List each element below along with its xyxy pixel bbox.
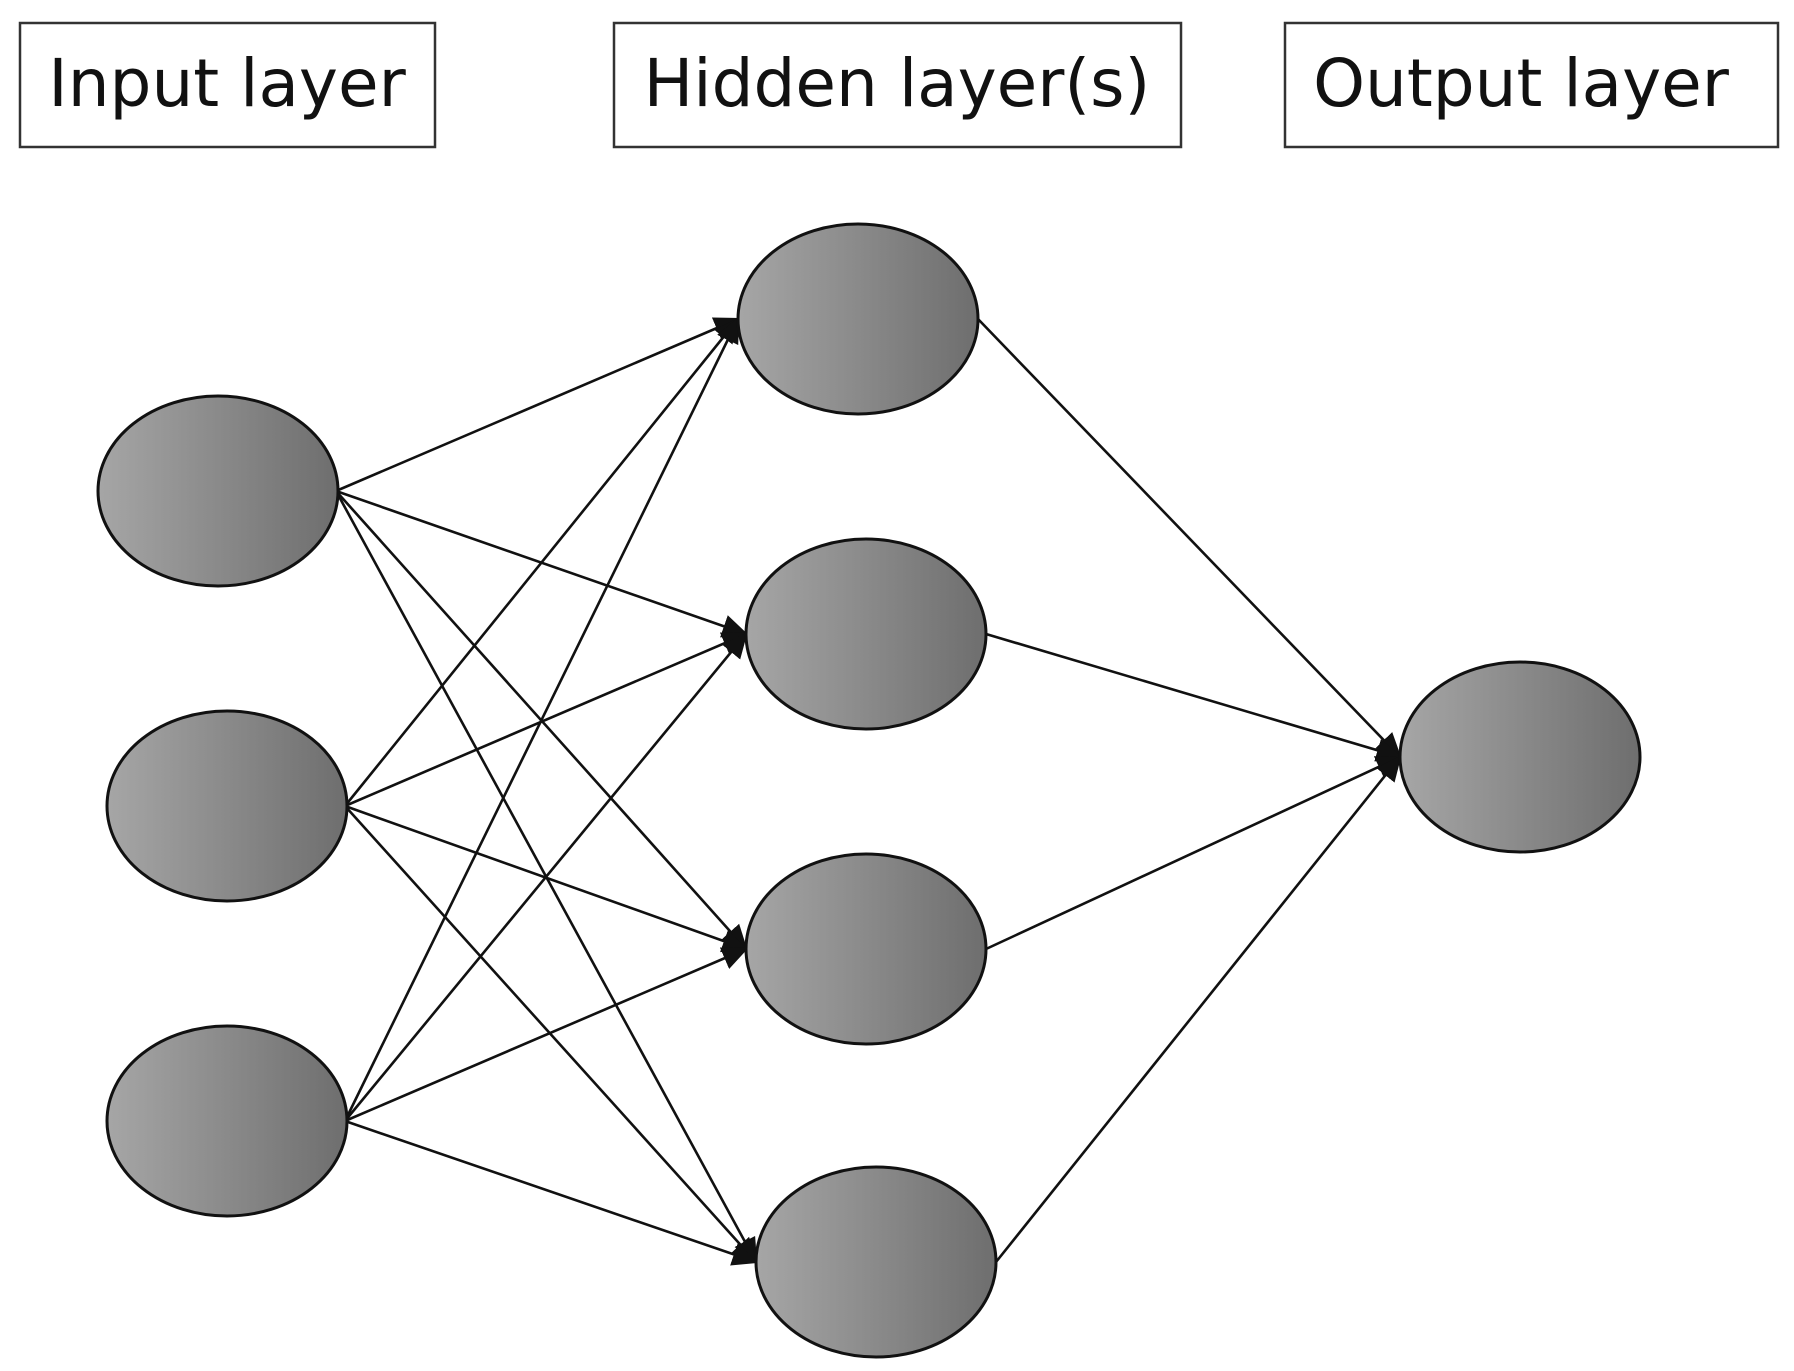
hidden-node-2	[744, 537, 988, 731]
edge-input-3-to-hidden-4	[344, 1119, 759, 1266]
input-layer-label: Input layer	[18, 21, 437, 149]
edge-hidden-2-to-output	[985, 632, 1403, 762]
output-node-1	[1398, 660, 1642, 854]
edge-hidden-3-to-output	[985, 755, 1403, 951]
hidden-node-4	[754, 1165, 998, 1359]
edge-hidden-1-to-output	[977, 318, 1402, 759]
edge-input-2-to-hidden-1	[343, 316, 740, 807]
input-node-2	[105, 709, 349, 903]
edge-hidden-4-to-output	[994, 754, 1402, 1263]
input-layer-label-text: Input layer	[48, 45, 406, 122]
hidden-node-3	[744, 852, 988, 1046]
output-layer-label-text: Output layer	[1313, 45, 1730, 122]
nodes	[96, 222, 1642, 1359]
edge-input-3-to-hidden-3	[344, 947, 749, 1123]
edge-input-1-to-hidden-1	[335, 317, 741, 493]
input-node-1	[96, 394, 340, 588]
input-node-3	[105, 1024, 349, 1218]
hidden-node-1	[736, 222, 980, 416]
hidden-layer-label-text: Hidden layer(s)	[644, 45, 1151, 122]
edge-input-3-to-hidden-2	[343, 631, 748, 1122]
edge-input-3-to-hidden-1	[343, 316, 740, 1122]
edge-input-2-to-hidden-2	[344, 632, 749, 808]
hidden-layer-label: Hidden layer(s)	[612, 21, 1183, 149]
output-layer-label: Output layer	[1283, 21, 1780, 149]
connections	[334, 316, 1403, 1266]
